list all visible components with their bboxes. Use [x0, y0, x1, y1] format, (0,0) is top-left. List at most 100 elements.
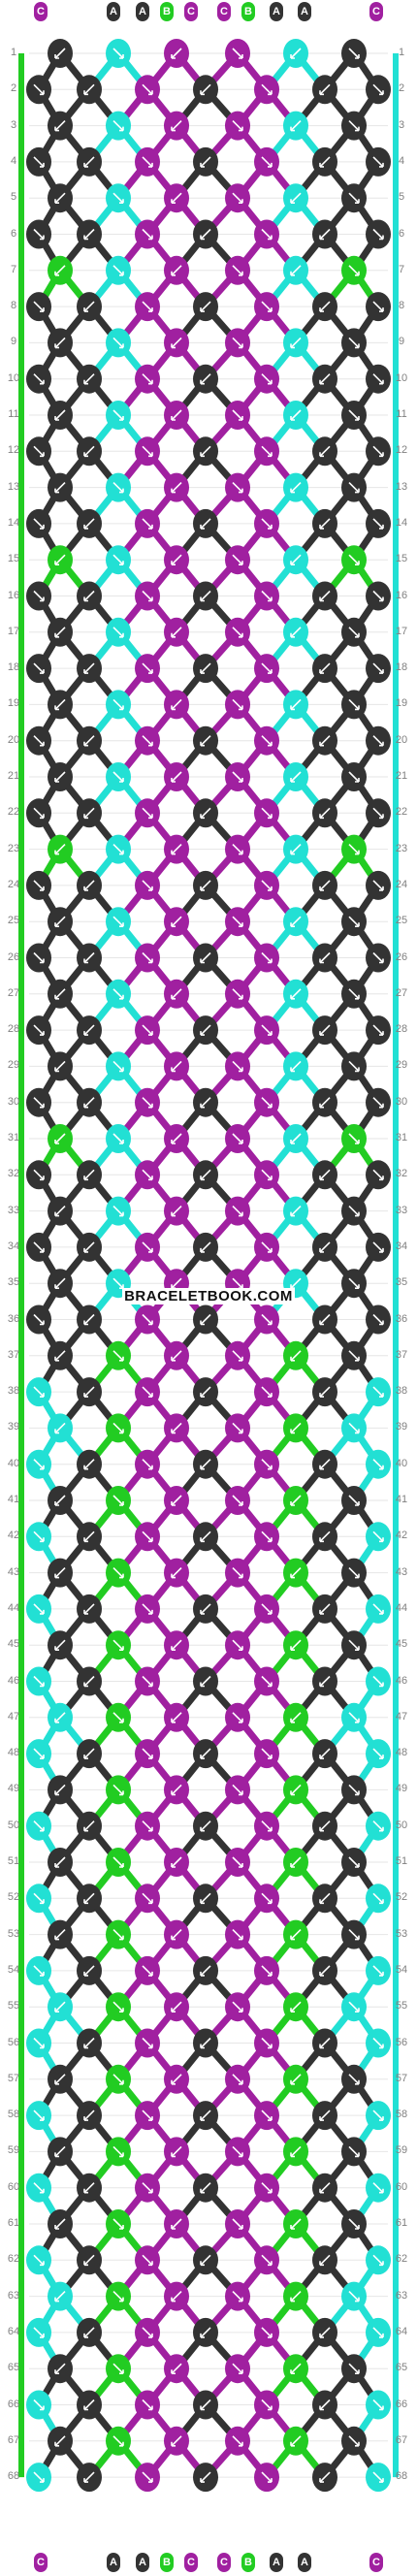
knot-arrow — [319, 807, 331, 819]
knot-arrowhead — [319, 379, 324, 385]
row-number-r-38: 38 — [395, 1385, 408, 1398]
knot-arrow — [348, 2363, 360, 2374]
knot-arrowhead — [379, 1465, 384, 1470]
knot-arrowhead — [200, 307, 205, 312]
row-number-r-24: 24 — [395, 878, 408, 890]
knot-arrowhead — [83, 1465, 88, 1470]
strand-bottom-2: A — [107, 2553, 120, 2572]
knot-arrowhead — [83, 1393, 88, 1398]
knot-arrowhead — [239, 54, 243, 59]
knot-arrowhead — [148, 1031, 153, 1036]
row-number-l-24: 24 — [7, 878, 20, 890]
row-number-r-59: 59 — [395, 2144, 408, 2157]
knot-arrow — [33, 2182, 45, 2194]
knot-arrowhead — [83, 741, 88, 747]
knot-arrowhead — [290, 2152, 295, 2158]
knot-arrowhead — [290, 2225, 295, 2230]
knot-arrowhead — [319, 1320, 324, 1326]
knot-arrowhead — [119, 1140, 124, 1144]
knot-arrowhead — [54, 850, 59, 855]
knot-arrow — [372, 1313, 384, 1326]
knot-arrowhead — [319, 814, 324, 820]
knot-arrowhead — [40, 1465, 45, 1470]
knot-arrowhead — [54, 1646, 59, 1651]
knot-arrowhead — [83, 2188, 88, 2194]
row-number-r-10: 10 — [395, 371, 408, 384]
row-number-r-54: 54 — [395, 1963, 408, 1976]
knot-arrow — [290, 2291, 302, 2302]
knot-arrowhead — [171, 922, 176, 927]
knot-arrow — [54, 1422, 66, 1433]
knot-arrowhead — [319, 1465, 324, 1470]
knot-arrowhead — [200, 1247, 205, 1253]
knot-arrow — [54, 698, 66, 710]
knot-arrow — [261, 2471, 273, 2483]
knot-arrow — [261, 301, 273, 312]
knot-arrow — [33, 2399, 45, 2411]
knot-arrow — [290, 916, 302, 927]
knot-arrowhead — [83, 379, 88, 385]
knot-arrow — [319, 2182, 331, 2194]
knot-arrow — [54, 482, 66, 494]
knot-arrowhead — [319, 1826, 324, 1832]
knot-arrow — [54, 1784, 66, 1795]
knot-arrow — [290, 409, 302, 421]
knot-arrow — [171, 916, 182, 927]
knot-arrow — [112, 1422, 124, 1433]
knot-arrowhead — [83, 1537, 88, 1543]
knot-arrow — [319, 2327, 331, 2338]
row-number-l-38: 38 — [7, 1385, 20, 1398]
knot-arrow — [54, 2435, 66, 2447]
knot-arrowhead — [148, 1175, 153, 1181]
knot-arrowhead — [40, 162, 45, 168]
knot-arrowhead — [355, 1863, 360, 1868]
knot-arrowhead — [239, 1646, 243, 1651]
knot-arrow — [348, 916, 360, 927]
knot-arrowhead — [148, 524, 153, 530]
knot-arrow — [200, 301, 211, 312]
knot-arrowhead — [200, 2478, 205, 2483]
knot-arrowhead — [319, 2405, 324, 2411]
knot-arrowhead — [171, 488, 176, 494]
knot-arrowhead — [83, 596, 88, 602]
knot-arrow — [54, 1929, 66, 1941]
knot-arrow — [261, 1748, 273, 1759]
knot-arrowhead — [290, 343, 295, 349]
knot-arrow — [112, 916, 124, 927]
knot-arrowhead — [319, 1537, 324, 1543]
row-number-l-18: 18 — [7, 661, 20, 674]
knot-arrowhead — [171, 416, 176, 421]
knot-arrow — [372, 2399, 384, 2411]
knot-arrowhead — [148, 596, 153, 602]
row-number-l-48: 48 — [7, 1747, 20, 1759]
knot-arrowhead — [119, 488, 124, 494]
knot-arrowhead — [83, 162, 88, 168]
knot-arrowhead — [379, 162, 384, 168]
knot-arrow — [54, 2074, 66, 2085]
knot-arrowhead — [268, 1609, 273, 1615]
knot-arrow — [290, 1277, 302, 1289]
knot-arrow — [261, 2037, 273, 2049]
knot-arrowhead — [83, 2044, 88, 2049]
row-number-r-7: 7 — [398, 263, 405, 275]
knot-arrowhead — [40, 1682, 45, 1688]
knot-arrowhead — [200, 2333, 205, 2338]
knot-arrow — [372, 301, 384, 312]
knot-arrow — [33, 1748, 45, 1759]
knot-arrow — [83, 1024, 95, 1036]
knot-arrowhead — [119, 1429, 124, 1434]
row-number-l-2: 2 — [10, 82, 17, 95]
knot-arrow — [348, 337, 360, 348]
knot-arrowhead — [171, 2441, 176, 2447]
knot-arrowhead — [148, 1103, 153, 1109]
row-number-r-21: 21 — [395, 770, 408, 782]
knot-arrow — [142, 590, 153, 602]
knot-arrow — [232, 554, 243, 565]
knot-arrow — [142, 1169, 153, 1180]
knot-arrow — [348, 1206, 360, 1217]
knot-arrowhead — [319, 307, 324, 312]
knot-arrow — [372, 518, 384, 530]
knot-arrowhead — [379, 1320, 384, 1326]
knot-arrow — [112, 1206, 124, 1217]
knot-arrowhead — [40, 1247, 45, 1253]
